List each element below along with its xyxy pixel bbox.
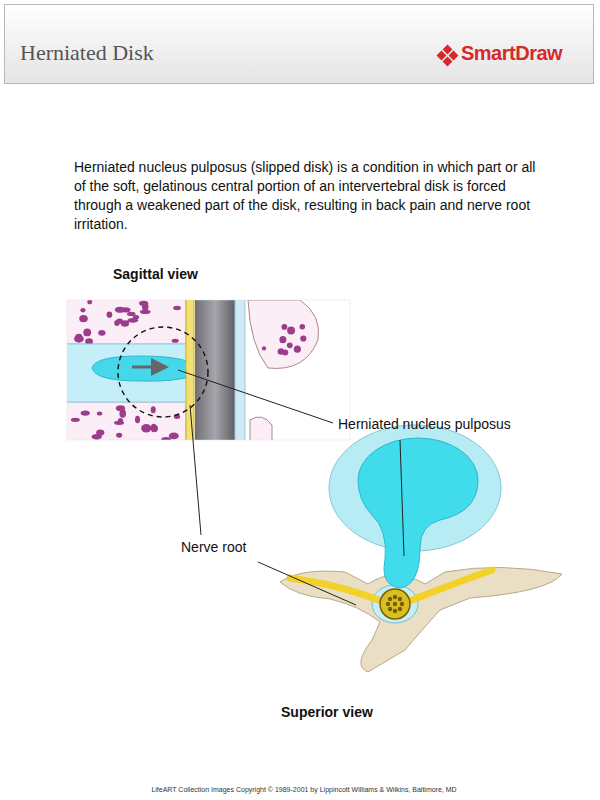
superior-vertebra bbox=[280, 425, 562, 672]
leader-line bbox=[178, 370, 404, 605]
sagittal-spine bbox=[67, 300, 350, 440]
copyright-note: LifeART Collection Images Copyright © 19… bbox=[4, 786, 600, 793]
part-label: Nerve root bbox=[181, 539, 246, 555]
part-label: Herniated nucleus pulposus bbox=[338, 416, 511, 432]
view-title: Superior view bbox=[281, 704, 373, 720]
logo-mark bbox=[437, 45, 459, 67]
description-text: Herniated nucleus pulposus (slipped disk… bbox=[74, 158, 544, 234]
logo-text: SmartDraw bbox=[461, 42, 562, 65]
page-title: Herniated Disk bbox=[20, 40, 154, 66]
focus-circle bbox=[118, 327, 208, 417]
view-title: Sagittal view bbox=[113, 266, 198, 282]
